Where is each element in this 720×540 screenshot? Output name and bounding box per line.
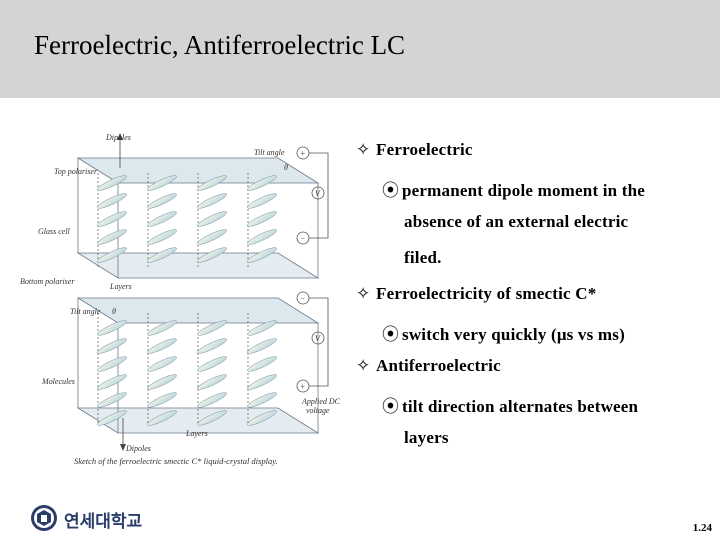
bullet-ferroelectric: ✧Ferroelectric <box>356 140 473 159</box>
university-logo: 연세대학교 <box>30 503 150 535</box>
sub-bullet-dipole: ⦿permanent dipole moment in the <box>382 176 645 201</box>
sub-bullet-dipole-cont2: filed. <box>404 248 442 267</box>
label-minus-bottom: − <box>300 294 305 303</box>
molecule-rod <box>247 193 277 209</box>
molecule-rod <box>97 374 127 390</box>
sub-bullet-tilt: ⦿tilt direction alternates between <box>382 392 638 417</box>
molecule-rod <box>147 175 177 191</box>
figure-caption: Sketch of the ferroelectric smectic C* l… <box>74 456 278 466</box>
university-name: 연세대학교 <box>64 512 143 532</box>
rods-top <box>97 175 277 263</box>
molecule-rod <box>197 175 227 191</box>
circle-bullet-icon: ⦿ <box>382 397 400 416</box>
label-plus-top: + <box>300 149 305 158</box>
label-layers-bottom: Layers <box>185 429 208 438</box>
slide-title: Ferroelectric, Antiferroelectric LC <box>34 30 406 60</box>
bottom-cell <box>76 291 329 451</box>
molecule-rod <box>97 193 127 209</box>
molecule-rod <box>197 356 227 372</box>
label-v-top: V <box>315 189 321 198</box>
label-theta-bottom: θ <box>112 307 116 316</box>
label-minus-top: − <box>300 234 305 243</box>
label-glass-cell: Glass cell <box>38 227 71 236</box>
molecule-rod <box>197 229 227 245</box>
label-voltage: voltage <box>306 406 330 415</box>
molecule-rod <box>147 320 177 336</box>
molecule-rod <box>97 338 127 354</box>
molecule-rod <box>247 338 277 354</box>
label-v-bottom: V <box>315 334 321 343</box>
molecule-rod <box>147 229 177 245</box>
molecule-rod <box>97 392 127 408</box>
label-molecules: Molecules <box>41 377 75 386</box>
molecule-rod <box>247 320 277 336</box>
molecule-rod <box>97 247 127 263</box>
label-plus-bottom: + <box>300 382 305 391</box>
molecule-rod <box>247 229 277 245</box>
rods-bottom <box>97 320 277 426</box>
sub-bullet-switch: ⦿switch very quickly (μs vs ms) <box>382 320 625 345</box>
molecule-rod <box>97 320 127 336</box>
molecule-rod <box>247 175 277 191</box>
sub-bullet-tilt-cont: layers <box>404 428 449 447</box>
circle-bullet-icon: ⦿ <box>382 325 400 344</box>
label-tilt-angle-top: Tilt angle <box>254 148 285 157</box>
molecule-rod <box>247 374 277 390</box>
molecule-rod <box>147 392 177 408</box>
diamond-star-icon: ✧ <box>356 140 371 159</box>
molecule-rod <box>247 356 277 372</box>
molecule-rod <box>97 229 127 245</box>
label-theta-top: θ <box>284 163 288 172</box>
molecule-rod <box>147 410 177 426</box>
molecule-rod <box>147 338 177 354</box>
label-top-polariser: Top polariser <box>54 167 98 176</box>
label-layers-top: Layers <box>109 282 132 291</box>
diamond-star-icon: ✧ <box>356 356 371 375</box>
molecule-rod <box>197 374 227 390</box>
diamond-star-icon: ✧ <box>356 284 371 303</box>
label-tilt-angle-bottom: Tilt angle <box>70 307 101 316</box>
molecule-rod <box>197 320 227 336</box>
molecule-rod <box>197 247 227 263</box>
molecule-rod <box>197 392 227 408</box>
molecule-rod <box>147 374 177 390</box>
ferroelectric-lc-figure: Dipoles Top polariser Tilt angle θ Glass… <box>18 128 348 473</box>
molecule-rod <box>247 211 277 227</box>
molecule-rod <box>97 175 127 191</box>
molecule-rod <box>147 356 177 372</box>
molecule-rod <box>247 410 277 426</box>
university-seal-icon <box>31 505 57 531</box>
molecule-rod <box>197 211 227 227</box>
bullet-smectic: ✧Ferroelectricity of smectic C* <box>356 284 597 303</box>
molecule-rod <box>197 193 227 209</box>
molecule-rod <box>147 193 177 209</box>
molecule-rod <box>97 211 127 227</box>
label-applied-dc: Applied DC <box>301 397 341 406</box>
molecule-rod <box>97 410 127 426</box>
sub-bullet-dipole-cont1: absence of an external electric <box>404 212 629 231</box>
title-bar: Ferroelectric, Antiferroelectric LC <box>0 0 720 98</box>
molecule-rod <box>147 211 177 227</box>
molecule-rod <box>247 392 277 408</box>
molecule-rod <box>197 338 227 354</box>
bullet-antiferroelectric: ✧Antiferroelectric <box>356 356 501 375</box>
top-cell <box>76 133 329 279</box>
molecule-rod <box>247 247 277 263</box>
molecule-rod <box>147 247 177 263</box>
label-dipoles-bottom: Dipoles <box>125 444 151 453</box>
molecule-rod <box>97 356 127 372</box>
label-dipoles: Dipoles <box>105 133 131 142</box>
circle-bullet-icon: ⦿ <box>382 181 400 200</box>
molecule-rod <box>197 410 227 426</box>
label-bottom-polariser: Bottom polariser <box>20 277 75 286</box>
page-number: 1.24 <box>692 522 712 534</box>
ferroelectric-lc-diagram: Dipoles Top polariser Tilt angle θ Glass… <box>20 133 341 466</box>
